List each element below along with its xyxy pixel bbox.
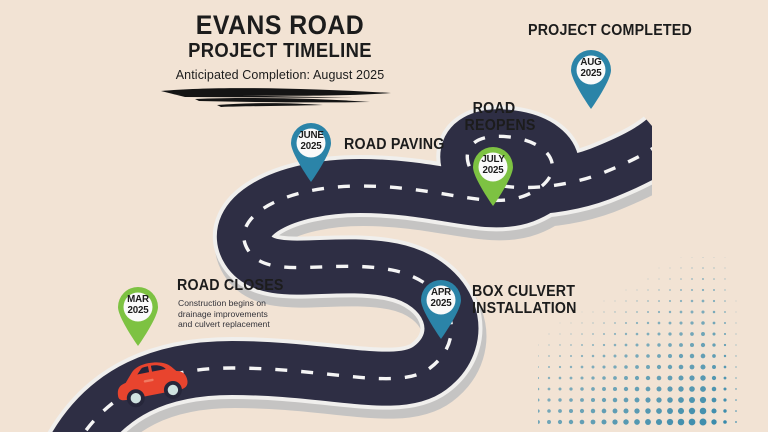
map-pin-icon [421,280,461,339]
anticipated-completion-note: Anticipated Completion: August 2025 [175,68,385,82]
milestone-pin-box-culvert-installation[interactable]: APR 2025 [418,278,464,340]
map-pin-icon [571,50,611,109]
milestone-heading-road-closes: ROAD CLOSES [177,277,284,294]
milestone-heading-box-culvert-installation: BOX CULVERT INSTALLATION [472,283,577,317]
milestone-pin-road-closes[interactable]: MAR 2025 [115,285,161,347]
map-pin-icon [473,147,513,206]
red-car-icon [117,362,188,408]
map-pin-icon [291,123,331,182]
page-title-block: EVANS ROAD PROJECT TIMELINE Anticipated … [120,12,440,115]
milestone-heading-road-paving: ROAD PAVING [344,136,445,153]
milestone-pin-road-reopens[interactable]: JULY 2025 [470,145,516,207]
brush-stroke-underline-icon [161,88,391,107]
page-title: EVANS ROAD [195,10,365,40]
milestone-heading-road-reopens: ROAD REOPENS [464,100,536,134]
milestone-pin-road-paving[interactable]: JUNE 2025 [288,121,334,183]
milestone-description-road-closes: Construction begins on drainage improvem… [178,298,270,329]
page-subtitle: PROJECT TIMELINE [188,40,372,62]
map-pin-icon [118,287,158,346]
milestone-heading-project-completed: PROJECT COMPLETED [528,22,692,39]
milestone-pin-project-completed[interactable]: AUG 2025 [568,48,614,110]
